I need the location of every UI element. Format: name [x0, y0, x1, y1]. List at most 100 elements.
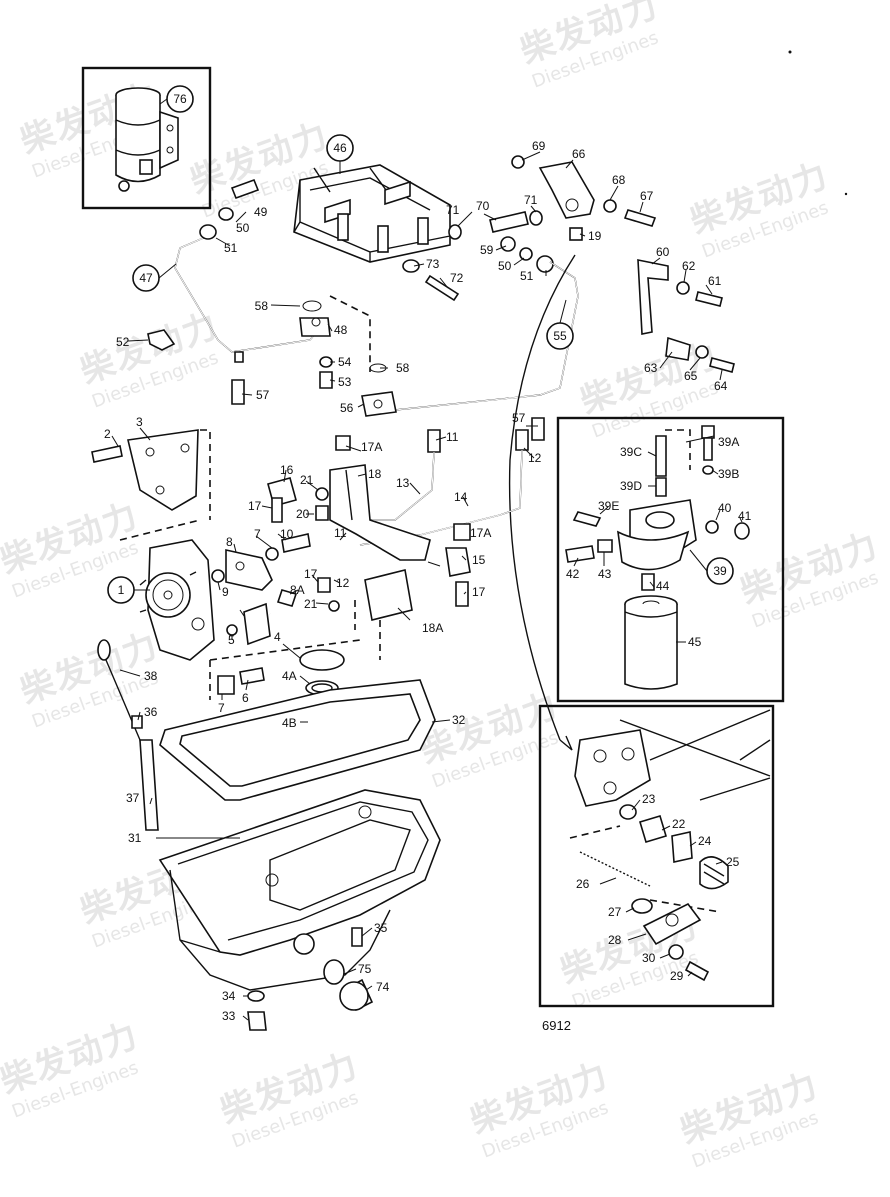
callout-12a: 12 [528, 451, 542, 465]
callout-17b: 17 [304, 567, 318, 581]
part-48-banjo [231, 300, 333, 405]
callout-74: 74 [376, 980, 390, 994]
part-relief-valve-block [569, 709, 771, 982]
callout-51b: 51 [520, 269, 534, 283]
callout-21b: 21 [304, 597, 318, 611]
callout-33: 33 [222, 1009, 236, 1023]
speck [844, 192, 848, 196]
part-70-71-pin [448, 210, 583, 241]
callout-44: 44 [656, 579, 670, 593]
part-8-cover [211, 533, 311, 607]
part-4-5-suction-pipe [226, 602, 345, 729]
part-drain-plugs [247, 927, 374, 1031]
callout-64: 64 [714, 379, 728, 393]
callout-5: 5 [228, 633, 235, 647]
callout-37: 37 [126, 791, 140, 805]
callout-32: 32 [452, 713, 466, 727]
part-52-clip [147, 329, 176, 351]
callout-71b: 71 [524, 193, 538, 207]
part-45-oil-filter [624, 595, 678, 690]
callout-4a: 4A [282, 669, 297, 683]
callout-13: 13 [396, 476, 410, 490]
callout-29: 29 [670, 969, 684, 983]
part-47-pipe [174, 178, 319, 363]
part-13-14-pipes [340, 417, 545, 546]
callout-51a: 51 [224, 241, 238, 255]
callout-69: 69 [532, 139, 546, 153]
callout-75: 75 [358, 962, 372, 976]
callout-10: 10 [280, 527, 294, 541]
callout-1: 1 [118, 583, 125, 597]
callout-39a: 39A [718, 435, 739, 449]
callout-8a: 8A [290, 583, 305, 597]
callout-38: 38 [144, 669, 158, 683]
inset-box-relief-valve [538, 704, 775, 1008]
callout-24: 24 [698, 834, 712, 848]
callout-8: 8 [226, 535, 233, 549]
part-1-oil-pump [139, 539, 215, 661]
callout-3: 3 [136, 415, 143, 429]
callout-76: 76 [173, 92, 187, 106]
callout-4: 4 [274, 630, 281, 644]
callout-22: 22 [672, 817, 686, 831]
callout-56: 56 [340, 401, 354, 415]
callout-63: 63 [644, 361, 658, 375]
part-31-oil-pan [158, 789, 441, 991]
callout-2: 2 [104, 427, 111, 441]
part-32-gasket [159, 679, 436, 801]
callout-20: 20 [296, 507, 310, 521]
pipe-to-relief-valve [508, 254, 576, 741]
part-18-bracket [329, 435, 471, 660]
callout-39b: 39B [718, 467, 739, 481]
callout-17A1: 17A [361, 440, 382, 454]
callout-58a: 58 [255, 299, 269, 313]
callout-25: 25 [726, 855, 740, 869]
part-76-pump [115, 87, 179, 192]
part-72-73-bolt [402, 259, 460, 302]
callout-17A2: 17A [470, 526, 491, 540]
callout-53: 53 [338, 375, 352, 389]
callout-67: 67 [640, 189, 654, 203]
part-55-pipe [361, 261, 579, 417]
callout-39c: 39C [620, 445, 642, 459]
callout-11a: 11 [446, 430, 459, 444]
callout-34: 34 [222, 989, 236, 1003]
part-59-50-51-fittings [500, 236, 554, 273]
callout-4b: 4B [282, 716, 297, 730]
callout-17a: 17 [248, 499, 262, 513]
callout-43: 43 [598, 567, 612, 581]
callout-66: 66 [572, 147, 586, 161]
callout-58b: 58 [396, 361, 410, 375]
part-39-filter-head [565, 425, 750, 591]
callout-7b: 7 [218, 701, 225, 715]
callout-17c: 17 [472, 585, 486, 599]
callout-30: 30 [642, 951, 656, 965]
part-6-7-bolts [209, 639, 361, 700]
callout-48: 48 [334, 323, 348, 337]
callout-23: 23 [642, 792, 656, 806]
callout-9: 9 [222, 585, 229, 599]
callout-50b: 50 [498, 259, 512, 273]
part-60-bracket [637, 259, 735, 373]
callout-50a: 50 [236, 221, 250, 235]
part-16-17-20-21 [267, 477, 469, 612]
part-66-bracket [511, 155, 657, 227]
part-46-valve-cover [293, 164, 451, 263]
arrow-head [559, 735, 573, 751]
callout-42: 42 [566, 567, 580, 581]
callout-73: 73 [426, 257, 440, 271]
callout-54: 54 [338, 355, 352, 369]
callout-19: 19 [588, 229, 602, 243]
callout-11b: 11 [334, 526, 347, 540]
leader-lines [111, 98, 743, 1021]
callout-27: 27 [608, 905, 622, 919]
inset-box-39 [556, 416, 785, 703]
inset-box-76 [81, 66, 212, 210]
callout-40: 40 [718, 501, 732, 515]
callout-16: 16 [280, 463, 294, 477]
part-38-dipstick [97, 639, 159, 831]
callout-15: 15 [472, 553, 486, 567]
drawing-number: 6912 [542, 1018, 571, 1033]
